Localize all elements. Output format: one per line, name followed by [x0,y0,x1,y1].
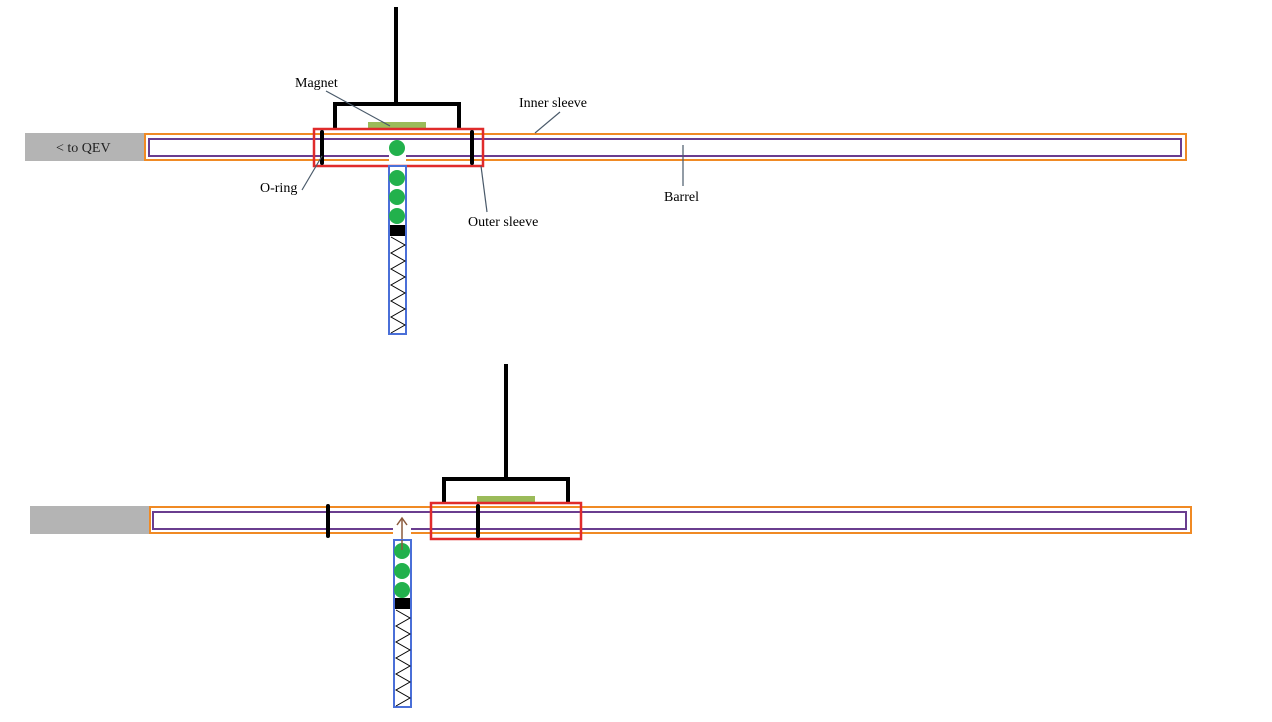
magnet [477,496,535,503]
magazine-ball [394,543,410,559]
magazine-tube [388,165,407,335]
spring [389,236,407,334]
qev-block [30,506,150,534]
o-ring-label: O-ring [260,181,297,196]
inner-sleeve [149,506,1192,534]
outer-sleeve-label: Outer sleeve [468,215,538,230]
qev-block [25,133,145,161]
magazine-ball [394,582,410,598]
barrel-label: Barrel [664,190,699,205]
magazine-ball [389,208,405,224]
barrel [148,138,1182,157]
barrel [152,511,1187,530]
magnet-leader [325,90,391,127]
follower [390,225,405,236]
arrow-head-icon [396,516,408,526]
magazine-ball [394,563,410,579]
outer-sleeve [429,501,583,541]
outer-sleeve-leader [480,165,488,213]
spring [394,609,412,707]
handle-bracket [333,102,461,129]
magnet [368,122,426,129]
bottom-state [30,364,1192,708]
handle-bracket [442,477,570,502]
inner-sleeve [144,133,1187,161]
inner-sleeve-leader [534,111,561,134]
qev-label: < to QEV [56,141,111,156]
follower [395,598,410,609]
o-ring-leader [301,155,323,191]
magazine-ball [389,170,405,186]
magnet-label: Magnet [295,76,338,91]
top-state: < to QEV Magnet Inner sleeve O-r [25,7,1187,335]
inner-sleeve-label: Inner sleeve [519,96,587,111]
ball-in-barrel [389,140,405,156]
magazine-ball [389,189,405,205]
ball-port-gap [389,153,406,162]
